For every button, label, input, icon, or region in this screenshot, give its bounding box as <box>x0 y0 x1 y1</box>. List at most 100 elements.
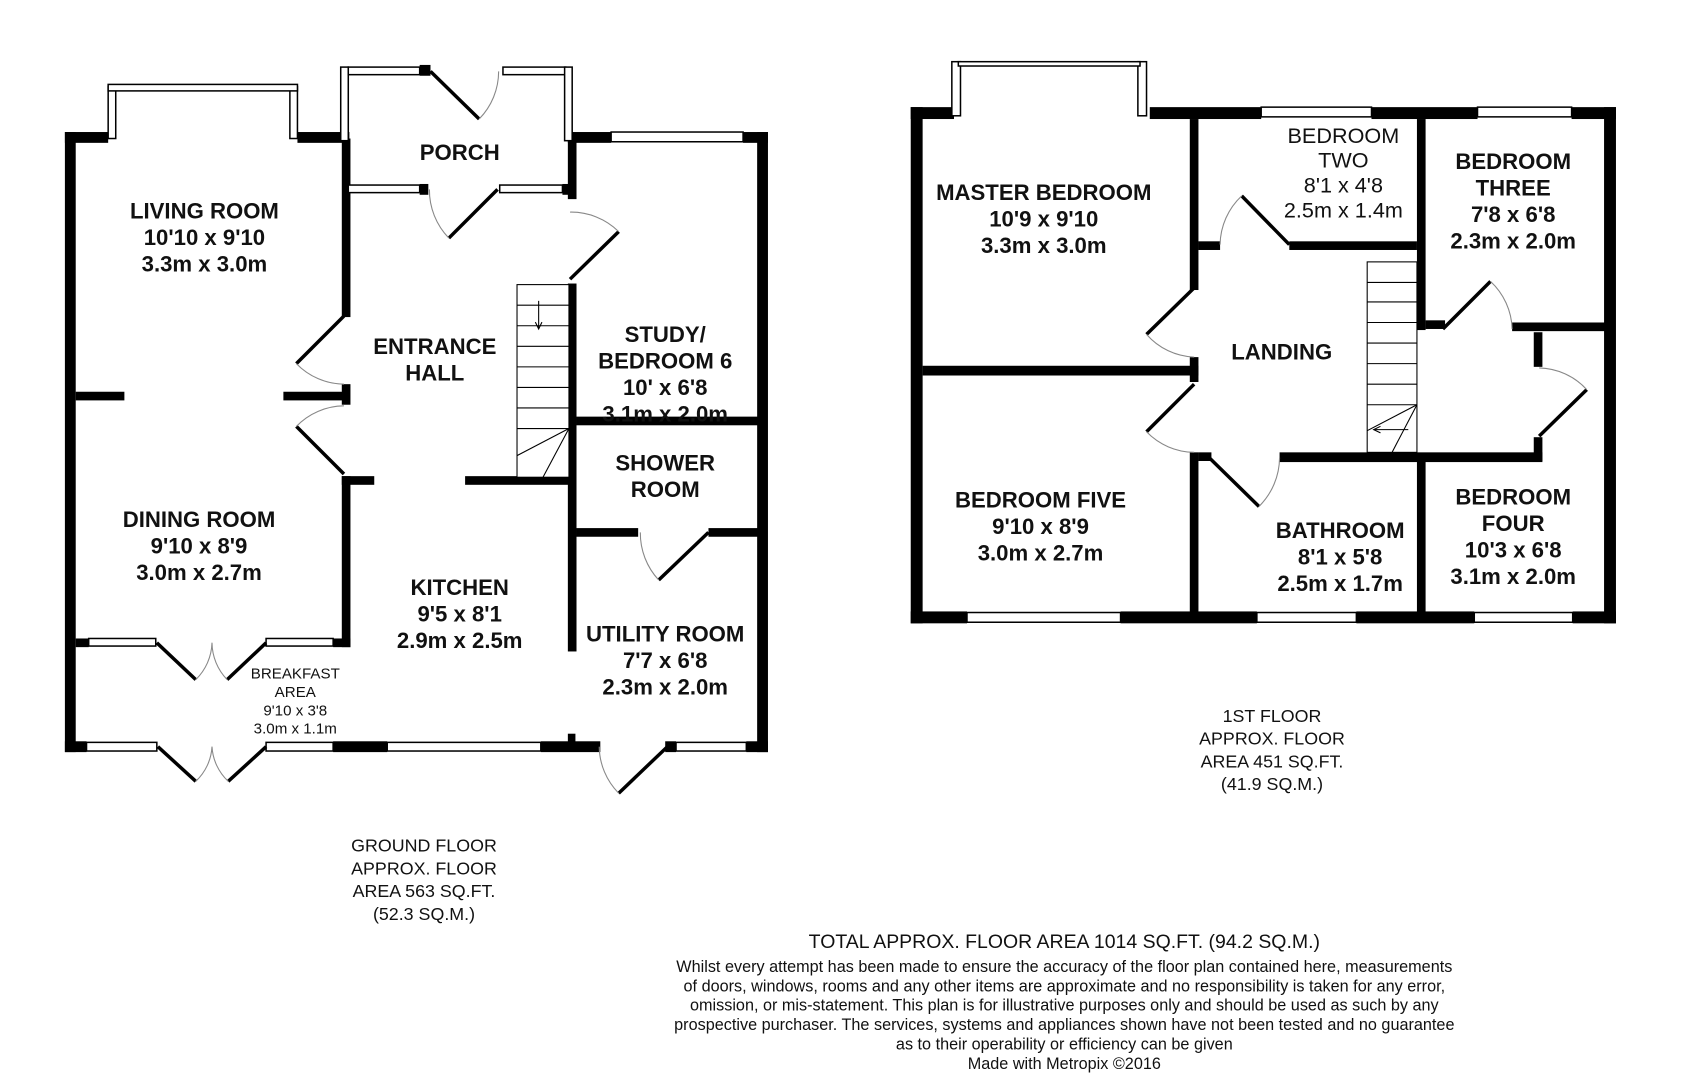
door <box>568 211 620 281</box>
wall <box>64 132 76 753</box>
door-swing-arc <box>1219 195 1243 245</box>
master-bedroom-label: 3.3m x 3.0m <box>981 233 1107 258</box>
door <box>639 531 710 582</box>
door-swing-arc <box>570 211 620 232</box>
first-floor-caption-label: 1ST FLOOR <box>1223 706 1322 726</box>
credit: Made with Metropix ©2016 <box>968 1055 1161 1073</box>
door-leaf <box>657 531 710 582</box>
ground-floor-caption-label: GROUND FLOOR <box>351 836 497 856</box>
window <box>951 60 962 117</box>
wall <box>708 528 760 537</box>
breakfast-area-label: 9'10 x 3'8 <box>263 702 327 719</box>
kitchen-label: KITCHEN <box>410 575 508 600</box>
wall <box>746 741 768 753</box>
window <box>289 85 299 140</box>
bedroom-five-label: BEDROOM FIVE <box>955 488 1126 513</box>
wall <box>1289 241 1417 250</box>
wall <box>64 741 87 753</box>
bedroom-four-label: BEDROOM <box>1455 484 1571 509</box>
bedroom-two-label: 8'1 x 4'8 <box>1304 173 1383 198</box>
study-bedroom-6-label: 3.1m x 2.0m <box>602 401 728 426</box>
door-leaf <box>295 314 346 365</box>
study-bedroom-6-label: BEDROOM 6 <box>598 348 732 373</box>
door-swing-arc <box>428 189 450 239</box>
wall <box>75 638 89 648</box>
bedroom-four-label: FOUR <box>1482 511 1545 536</box>
dining-room-label: 3.0m x 2.7m <box>136 560 262 585</box>
wall <box>341 138 351 318</box>
master-bedroom-label: MASTER BEDROOM <box>936 180 1151 205</box>
door <box>428 188 499 240</box>
window <box>107 83 299 92</box>
door <box>598 745 669 795</box>
wall <box>562 183 574 195</box>
bathroom-label: 2.5m x 1.7m <box>1277 571 1403 596</box>
wall <box>910 107 954 120</box>
door-swing-arc <box>195 642 213 680</box>
entrance-hall-label: HALL <box>405 360 464 385</box>
wall <box>757 132 768 753</box>
window <box>347 66 421 76</box>
wall <box>576 416 761 426</box>
doors <box>155 70 1588 795</box>
bedroom-four-label: 3.1m x 2.0m <box>1450 564 1576 589</box>
door-leaf <box>225 641 268 681</box>
bedroom-two-label: BEDROOM <box>1288 123 1400 148</box>
door-leaf <box>1145 286 1196 336</box>
wall <box>567 138 577 200</box>
door <box>156 745 213 783</box>
wall <box>1533 437 1543 462</box>
wall <box>341 476 375 485</box>
door-swing-arc <box>211 642 228 680</box>
arrow-head-icon <box>1372 425 1381 434</box>
window <box>386 741 542 752</box>
door <box>429 70 500 121</box>
walls <box>64 64 1616 753</box>
window <box>265 741 334 752</box>
porch-label: PORCH <box>420 140 500 165</box>
ground-floor-caption-label: (52.3 SQ.M.) <box>373 904 475 924</box>
total-floor-area: TOTAL APPROX. FLOOR AREA 1014 SQ.FT. (94… <box>809 931 1320 953</box>
wall <box>1189 452 1199 617</box>
door <box>211 641 268 681</box>
first-floor-caption-label: APPROX. FLOOR <box>1199 729 1345 749</box>
landing-label: LANDING <box>1231 339 1332 364</box>
door <box>155 641 213 681</box>
wall <box>1149 107 1262 120</box>
bedroom-three-label: 2.3m x 2.0m <box>1450 228 1576 253</box>
window <box>339 66 350 142</box>
wall <box>576 528 639 537</box>
bathroom-label: 8'1 x 5'8 <box>1298 544 1382 569</box>
window <box>265 637 334 647</box>
window <box>610 131 744 143</box>
door-swing-arc <box>1146 431 1195 453</box>
shower-room-label: ROOM <box>631 477 700 502</box>
wall <box>1189 119 1199 291</box>
door <box>295 314 346 385</box>
dining-room-label: 9'10 x 8'9 <box>151 534 248 559</box>
door-leaf <box>568 230 620 281</box>
door-swing-arc <box>295 363 344 385</box>
wall <box>341 384 351 405</box>
door-leaf <box>617 745 669 795</box>
labels: TOTAL APPROX. FLOOR AREA 1014 SQ.FT. (94… <box>123 123 1576 1073</box>
study-bedroom-6-label: STUDY/ <box>625 322 706 347</box>
door-leaf <box>1537 388 1588 438</box>
door <box>1219 194 1291 246</box>
wall <box>743 132 768 143</box>
wall <box>910 611 967 624</box>
wall <box>1416 459 1426 617</box>
door-leaf <box>227 745 268 783</box>
breakfast-area-label: AREA <box>275 684 317 701</box>
wall <box>922 365 1199 376</box>
door <box>1145 286 1196 358</box>
disclaimer-line: prospective purchaser. The services, sys… <box>674 1016 1454 1034</box>
wall <box>540 741 601 753</box>
door-swing-arc <box>478 71 500 120</box>
door-swing-arc <box>1146 334 1195 358</box>
door-leaf <box>429 70 481 121</box>
bedroom-three-label: 7'8 x 6'8 <box>1471 202 1555 227</box>
ground-floor-stairs <box>516 284 570 478</box>
window <box>502 66 567 76</box>
